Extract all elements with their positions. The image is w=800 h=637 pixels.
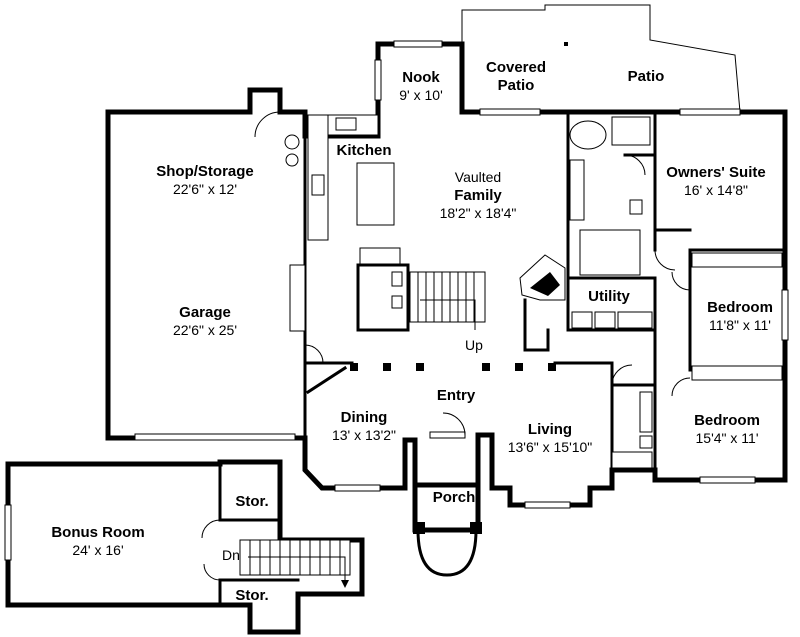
hall-tub (611, 451, 653, 469)
bedroom-closet-2 (691, 365, 783, 381)
bedroom-2-label: Bedroom (694, 412, 760, 429)
covered-patio-label-2: Patio (497, 77, 535, 94)
bonus-room-wall (5, 459, 365, 635)
bedroom-wall (653, 248, 787, 472)
owners-toilet (629, 199, 643, 215)
hall-bath-door (611, 364, 633, 386)
utility-counter (617, 311, 653, 329)
kitchen-label: Kitchen (336, 142, 392, 159)
patio-label: Patio (627, 68, 665, 85)
patio-window (479, 108, 541, 116)
hall-toilet (639, 435, 653, 449)
owners-door (654, 249, 676, 271)
stairs-up-label: Up (465, 337, 483, 353)
main-stairs (409, 271, 486, 330)
entry-column (515, 363, 523, 371)
dining-label: Dining (340, 409, 388, 426)
patio-post (564, 42, 568, 46)
fireplace (519, 254, 566, 301)
furnace (285, 153, 299, 167)
shop-storage-label: Shop/Storage (156, 163, 254, 180)
family-size: 18'2" x 18'4" (439, 205, 517, 221)
bath-door (624, 154, 646, 176)
nook-window (393, 40, 443, 48)
porch-column-left (413, 522, 425, 534)
storage-1-label: Stor. (235, 493, 269, 510)
bonus-room-size: 24' x 16' (72, 542, 124, 558)
washer (571, 311, 593, 329)
owners-window (679, 108, 741, 116)
family-label: Family (454, 187, 502, 204)
closet (579, 229, 641, 276)
shop-storage-size: 22'6" x 12' (172, 181, 238, 197)
dining-size: 13' x 13'2" (331, 427, 397, 443)
bonus-window (4, 504, 12, 561)
bedroom-closet (691, 252, 783, 268)
bonus-room-label: Bonus Room (51, 524, 145, 541)
bedroom-1-label: Bedroom (707, 299, 773, 316)
utility-label: Utility (588, 288, 630, 305)
bedroom-window (781, 289, 789, 341)
family-wall (523, 298, 550, 352)
entry-door-swing (442, 412, 466, 436)
nook-size: 9' x 10' (399, 87, 443, 103)
bedroom-window-2 (699, 476, 756, 484)
garage-door (134, 433, 296, 441)
bedroom-2-size: 15'4" x 11' (695, 430, 759, 446)
living-size: 13'6" x 15'10" (507, 439, 593, 455)
closet-shelf (359, 247, 401, 265)
bedroom-1-size: 11'8" x 11' (709, 317, 771, 333)
entry-column (416, 363, 424, 371)
sink (335, 117, 357, 131)
garage-label: Garage (179, 304, 231, 321)
water-heater (284, 134, 300, 150)
entry-column (383, 363, 391, 371)
living-wall (553, 361, 614, 472)
porch-arch (416, 528, 478, 577)
hall-vanity (639, 391, 653, 433)
range (311, 174, 325, 196)
nook-side-window (374, 59, 382, 101)
storage-2-label: Stor. (235, 587, 269, 604)
shower (611, 116, 651, 146)
powder-toilet (391, 271, 403, 287)
entry-column (350, 363, 358, 371)
entry-column (548, 363, 556, 371)
tub (569, 120, 607, 150)
exterior-wall (105, 41, 788, 508)
porch-column-right (470, 522, 482, 534)
covered-patio-label-1: Covered (485, 59, 547, 76)
powder-sink (391, 295, 403, 309)
entry-column (482, 363, 490, 371)
family-prefix: Vaulted (454, 169, 502, 185)
porch-label: Porch (432, 489, 476, 506)
patio-outline (461, 4, 741, 113)
bedroom-door-2 (671, 377, 691, 397)
bonus-door-2 (203, 563, 221, 581)
entry-label: Entry (436, 387, 476, 404)
bedroom-door (671, 271, 691, 291)
porch-wall (412, 482, 481, 533)
nook-label: Nook (402, 69, 440, 86)
living-label: Living (527, 421, 573, 438)
entry-door-panel (429, 431, 466, 439)
dryer (594, 311, 616, 329)
owners-suite-size: 16' x 14'8" (683, 182, 749, 198)
owners-suite-label: Owners' Suite (666, 164, 766, 181)
vanity (569, 159, 585, 221)
stair-core (356, 263, 410, 332)
bonus-stairs (239, 539, 351, 588)
stairs-down-label: Dn (222, 547, 240, 563)
bonus-door (201, 519, 221, 539)
utility-wall (566, 276, 657, 332)
kitchen-island (356, 162, 395, 226)
living-window (524, 501, 571, 509)
dining-hutch (305, 365, 348, 395)
dining-door (304, 344, 324, 364)
garage-step (289, 264, 306, 332)
dining-window (334, 484, 381, 492)
garage-size: 22'6" x 25' (172, 322, 238, 338)
garage-door-swing (254, 111, 281, 138)
